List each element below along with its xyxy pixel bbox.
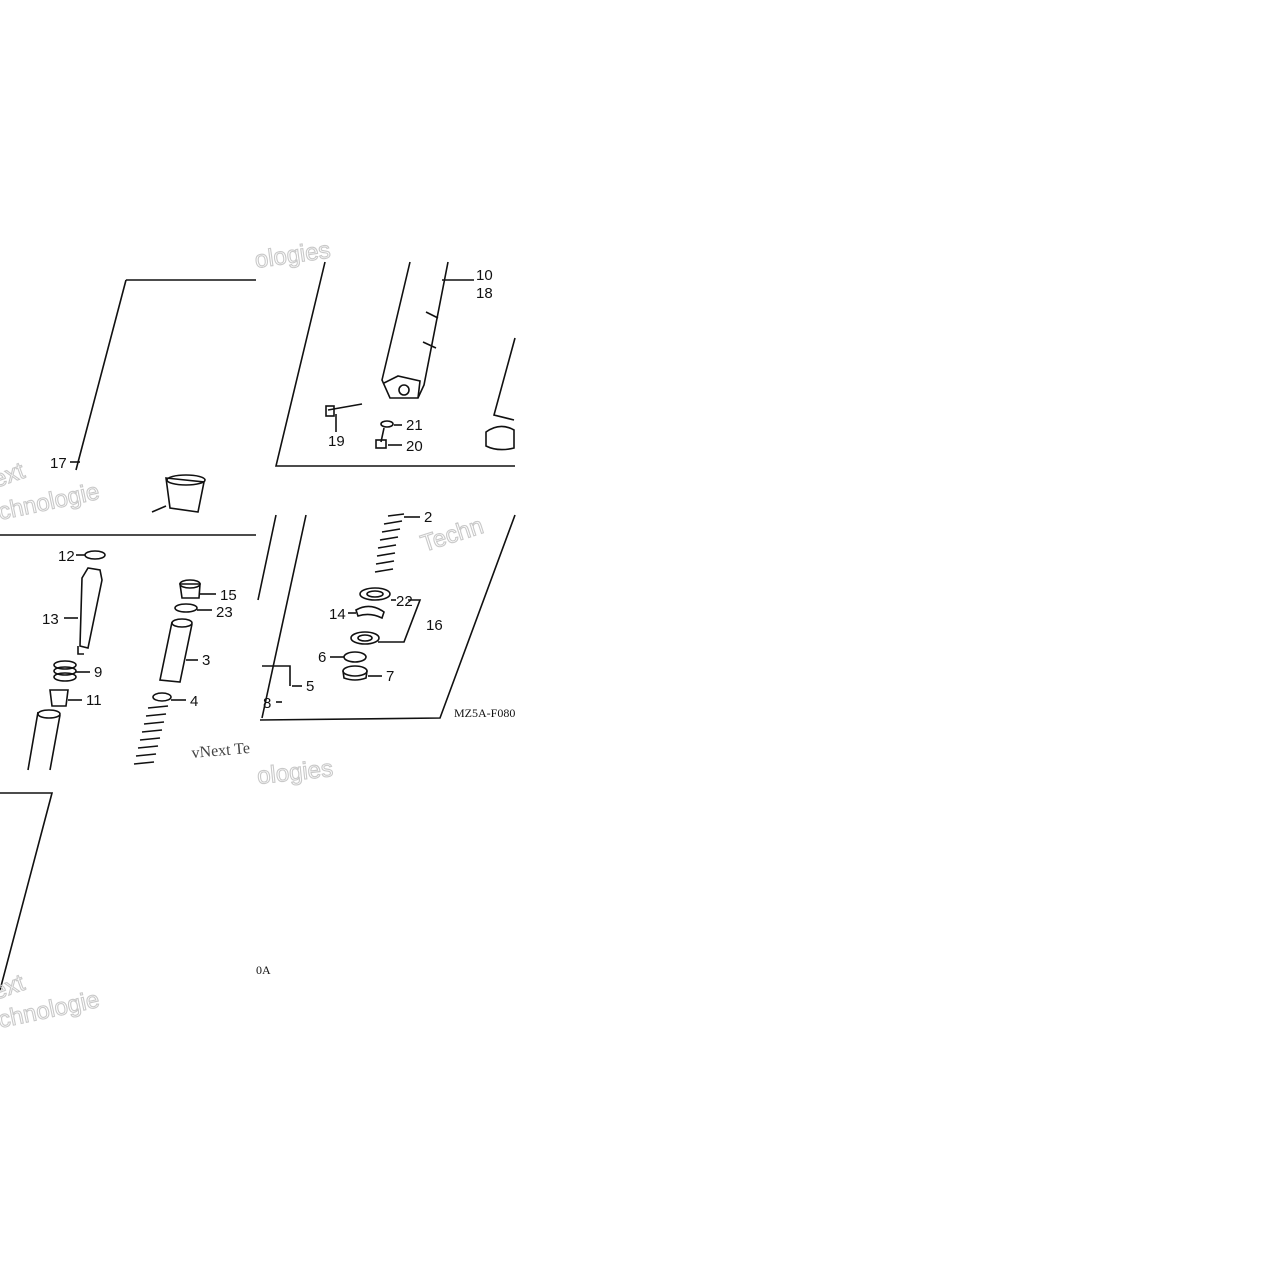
callout-18: 18 bbox=[476, 285, 493, 302]
fork-spring bbox=[374, 513, 405, 573]
watermark-ologies-mid: ologies bbox=[256, 755, 334, 790]
slider-bushing-12 bbox=[84, 550, 106, 560]
callout-7: 7 bbox=[386, 668, 394, 685]
diagram-code-fragment: 0A bbox=[256, 963, 271, 977]
frame-line-lower-right bbox=[259, 514, 516, 721]
callout-15: 15 bbox=[220, 587, 237, 604]
callout-19: 19 bbox=[328, 433, 345, 450]
callout-5: 5 bbox=[306, 678, 314, 695]
watermark-vnext-te: vNext Te bbox=[191, 740, 251, 762]
spring-seat-4 bbox=[152, 692, 172, 702]
fork-slider-pipe bbox=[27, 709, 61, 771]
callout-14: 14 bbox=[329, 606, 346, 623]
frame-line-bracket-5 bbox=[262, 665, 291, 686]
watermark-vnext-2: ext bbox=[0, 969, 28, 1005]
callout-4: 4 bbox=[190, 693, 198, 710]
frame-line-slant bbox=[257, 514, 277, 601]
dust-seal-7 bbox=[342, 665, 368, 681]
stopper-ring-14 bbox=[355, 605, 385, 620]
frame-line-bottom bbox=[0, 792, 54, 991]
callout-3: 3 bbox=[202, 652, 210, 669]
callout-22: 22 bbox=[396, 593, 413, 610]
callout-17: 17 bbox=[50, 455, 67, 472]
callout-12: 12 bbox=[58, 548, 75, 565]
frame-line-inner bbox=[261, 514, 307, 719]
callout-16: 16 bbox=[426, 617, 443, 634]
fork-cap-bolt-15 bbox=[179, 579, 201, 599]
callout-13: 13 bbox=[42, 611, 59, 628]
callout-21: 21 bbox=[406, 417, 423, 434]
backup-ring-16 bbox=[350, 631, 380, 645]
fork-spring-lower bbox=[133, 705, 169, 765]
rebound-spring-9 bbox=[53, 660, 77, 682]
bolt-19 bbox=[325, 403, 363, 417]
spring-collar-3 bbox=[159, 618, 193, 683]
oil-lock-piece-11 bbox=[49, 689, 69, 707]
frame-line-upper-right bbox=[274, 261, 515, 467]
washer-6 bbox=[343, 651, 367, 663]
callout-8: 8 bbox=[263, 695, 271, 712]
o-ring-23 bbox=[174, 603, 198, 613]
diagram-code: MZ5A-F080 bbox=[454, 706, 515, 720]
callout-line-16 bbox=[378, 599, 422, 643]
watermark-ologies-top: ologies bbox=[253, 237, 332, 274]
callout-20: 20 bbox=[406, 438, 423, 455]
oil-seal-22 bbox=[359, 587, 391, 601]
frame-line-left bbox=[75, 279, 127, 471]
callout-6: 6 bbox=[318, 649, 326, 666]
washer-21 bbox=[380, 420, 394, 428]
callout-2: 2 bbox=[424, 509, 432, 526]
callout-23: 23 bbox=[216, 604, 233, 621]
fork-bracket bbox=[151, 474, 206, 513]
watermark-vnext-1: ext bbox=[0, 457, 28, 493]
damper-rod-13 bbox=[77, 567, 103, 655]
callout-9: 9 bbox=[94, 664, 102, 681]
fork-inner-tube bbox=[485, 337, 516, 451]
callout-11: 11 bbox=[86, 692, 102, 709]
bolt-20 bbox=[375, 427, 387, 449]
callout-10: 10 bbox=[476, 267, 493, 284]
fork-outer-tube bbox=[381, 261, 449, 399]
